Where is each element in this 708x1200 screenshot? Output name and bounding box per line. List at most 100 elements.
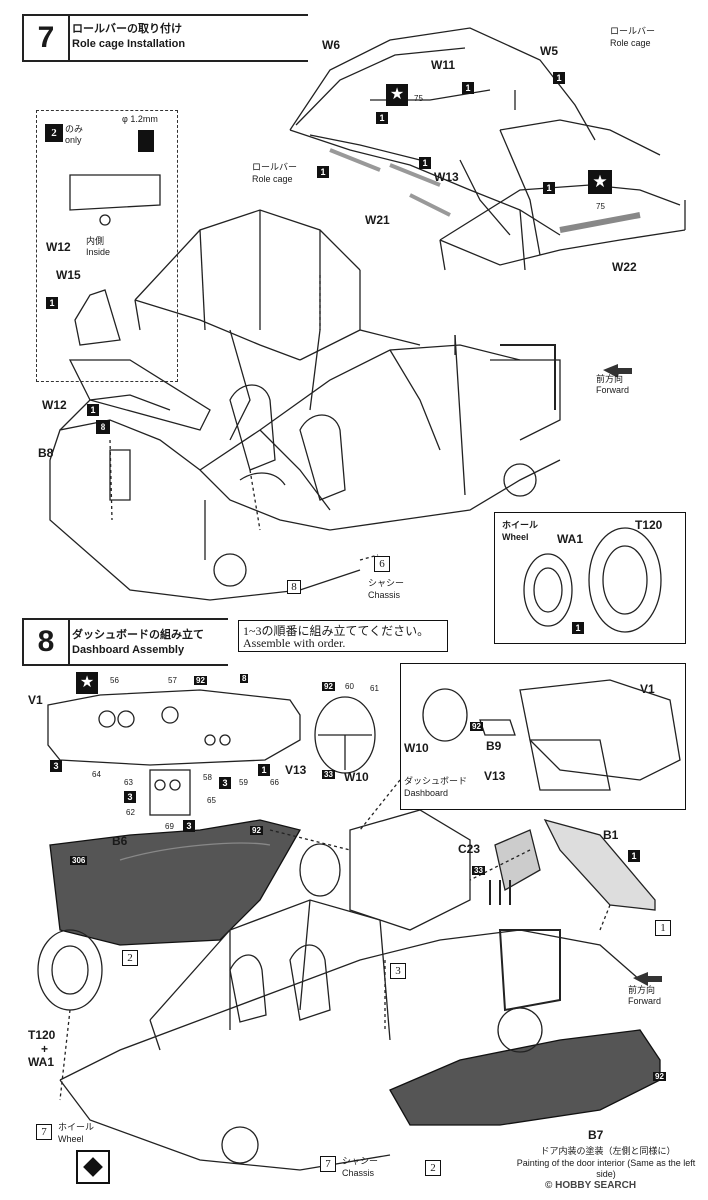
label-w6: W6 (322, 38, 340, 52)
num-63: 63 (124, 778, 133, 787)
badge-1-w5: 1 (553, 72, 565, 84)
inset-only-en: only (65, 135, 82, 145)
dashboard-en: Dashboard (404, 788, 449, 798)
num-59: 59 (239, 778, 248, 787)
order-note-en: Assemble with order. (243, 636, 346, 650)
label-b6: B6 (112, 834, 128, 848)
step7-header-bar: ロールバーの取り付け Role cage Installation (68, 14, 308, 62)
num-56: 56 (110, 676, 119, 685)
wheel-step-ref-7: 7 (36, 1124, 52, 1140)
step7-title-en: Role cage Installation (72, 38, 186, 50)
num-92-top: 92 (194, 676, 207, 685)
label-t120: T120 (635, 518, 663, 532)
step8-title-en: Dashboard Assembly (72, 644, 185, 656)
label-w22: W22 (612, 260, 637, 274)
decal-number-75b: 75 (596, 202, 605, 211)
label-v1-left: V1 (28, 693, 43, 707)
chassis-step-ref-6: 6 (374, 556, 390, 572)
inset-drill-size: φ 1.2mm (122, 114, 158, 124)
diamond-icon (83, 1157, 103, 1177)
inset-inside-en: Inside (86, 247, 111, 257)
label-wa1-8: WA1 (28, 1055, 55, 1069)
num-92-b9: 92 (470, 722, 483, 731)
forward-en-7: Forward (596, 385, 630, 395)
label-b7: B7 (588, 1128, 604, 1142)
label-w11: W11 (431, 58, 456, 72)
rolecage-mid-en: Role cage (252, 174, 293, 184)
badge-1-wheel: 1 (572, 622, 584, 634)
order-marker-1: 1 (655, 920, 671, 936)
label-plus: + (41, 1042, 49, 1056)
label-v13-left: V13 (285, 763, 307, 777)
chassis-ja-8: シャシー (342, 1156, 379, 1166)
badge-1-b1: 1 (628, 850, 640, 862)
badge-8-b8: 8 (96, 420, 110, 434)
forward-en-8: Forward (628, 996, 662, 1006)
watermark: © HOBBY SEARCH (545, 1180, 637, 1191)
inset-inside-ja: 内側 (86, 236, 105, 246)
door-note-ja: ドア内装の塗装（左側と同様に） (540, 1146, 676, 1156)
rolecage-topright-en: Role cage (610, 38, 651, 48)
wheel-en-8: Wheel (58, 1134, 84, 1144)
num-33-wheel: 33 (322, 770, 335, 779)
door-note-en: Painting of the door interior (Same as t… (516, 1158, 696, 1179)
step8-number: 8 (22, 618, 70, 666)
chassis-en-7: Chassis (368, 590, 401, 600)
step7-inset-box (36, 110, 178, 382)
badge-1-w6: 1 (376, 112, 388, 124)
num-92-wheel: 92 (322, 682, 335, 691)
label-w5: W5 (540, 44, 558, 58)
wheel-inset-box (494, 512, 686, 644)
badge-1-w22: 1 (543, 182, 555, 194)
star-mark-w22: ★ (588, 170, 612, 194)
order-note-ja: 1~3の順番に組み立ててください。 (243, 624, 430, 638)
badge-3-left: 3 (50, 760, 62, 772)
num-8-top: 8 (240, 674, 249, 683)
chassis-ja-7: シャシー (368, 578, 405, 588)
num-60: 60 (345, 682, 354, 691)
step8-order-note: 1~3の順番に組み立ててください。 Assemble with order. (238, 620, 448, 652)
label-b8: B8 (38, 446, 54, 460)
label-w13: W13 (434, 170, 459, 184)
label-w12: W12 (42, 398, 67, 412)
star-mark-w11: ★ (386, 84, 408, 106)
wheel-en-7: Wheel (502, 532, 529, 542)
decal-number-75a: 75 (414, 94, 423, 103)
chassis-en-8: Chassis (342, 1168, 375, 1178)
label-w10-left: W10 (344, 770, 369, 784)
inset-step-ref: 2 (45, 124, 63, 142)
num-33-c23: 33 (472, 866, 485, 875)
chassis-step-ref-7: 7 (320, 1156, 336, 1172)
badge-8-chassis: 8 (287, 580, 301, 594)
step7-title-ja: ロールバーの取り付け (72, 23, 182, 35)
num-69: 69 (165, 822, 174, 831)
label-w21: W21 (365, 213, 390, 227)
badge-1-w15: 1 (46, 297, 58, 309)
label-v13-right: V13 (484, 769, 506, 783)
badge-3-mid: 3 (124, 791, 136, 803)
badge-1-w21: 1 (317, 166, 329, 178)
wheel-ja-8: ホイール (58, 1122, 95, 1132)
star-mark-v1: ★ (76, 672, 98, 694)
badge-1-v13: 1 (258, 764, 270, 776)
label-w12-inset: W12 (46, 240, 71, 254)
num-61: 61 (370, 684, 379, 693)
forward-ja-8: 前方向 (628, 985, 656, 995)
num-64: 64 (92, 770, 101, 779)
dashboard-ja: ダッシュボード (404, 776, 468, 786)
step7-number: 7 (22, 14, 70, 62)
label-t120-8: T120 (28, 1028, 56, 1042)
rolecage-topright-ja: ロールバー (610, 26, 656, 36)
num-58: 58 (203, 773, 212, 782)
step8-header-bar: ダッシュボードの組み立て Dashboard Assembly (68, 618, 228, 666)
rolecage-mid-ja: ロールバー (252, 162, 298, 172)
order-marker-3: 3 (390, 963, 406, 979)
label-wa1: WA1 (557, 532, 584, 546)
badge-1-w13: 1 (419, 157, 431, 169)
step8-title-ja: ダッシュボードの組み立て (72, 629, 204, 641)
drill-icon (138, 130, 154, 152)
wheel-ja-7: ホイール (502, 520, 539, 530)
num-65: 65 (207, 796, 216, 805)
num-306: 306 (70, 856, 88, 865)
label-w15: W15 (56, 268, 81, 282)
